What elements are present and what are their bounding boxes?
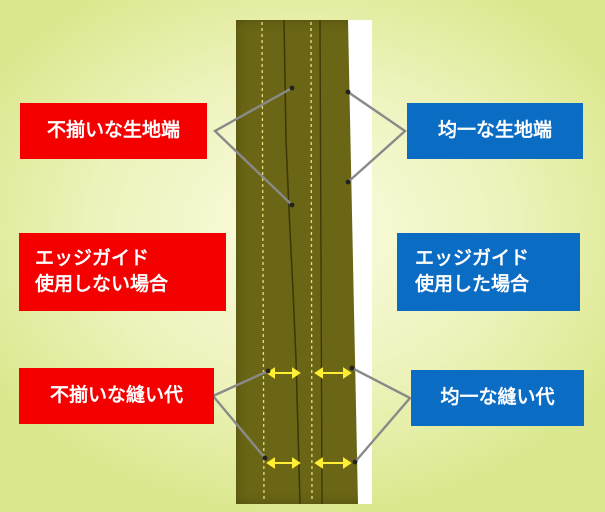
edge-guide-strip — [348, 20, 372, 504]
label-uneven-fabric-edge: 不揃いな生地端 — [20, 103, 207, 159]
fabric-swatch — [236, 20, 372, 504]
uneven-fabric-edge — [283, 19, 301, 505]
label-uneven-seam-allowance: 不揃いな縫い代 — [19, 368, 214, 424]
label-even-fabric-edge: 均一な生地端 — [407, 103, 583, 159]
label-with-edge-guide: エッジガイド 使用した場合 — [397, 233, 580, 311]
seam-allowance-arrows — [266, 367, 352, 469]
seam-line-right — [319, 19, 323, 505]
stitch-line-1 — [261, 21, 265, 501]
label-even-seam-allowance: 均一な縫い代 — [411, 370, 584, 426]
stitch-line-2 — [310, 21, 313, 501]
label-without-edge-guide: エッジガイド 使用しない場合 — [19, 233, 226, 311]
pointer-tips — [262, 85, 358, 465]
